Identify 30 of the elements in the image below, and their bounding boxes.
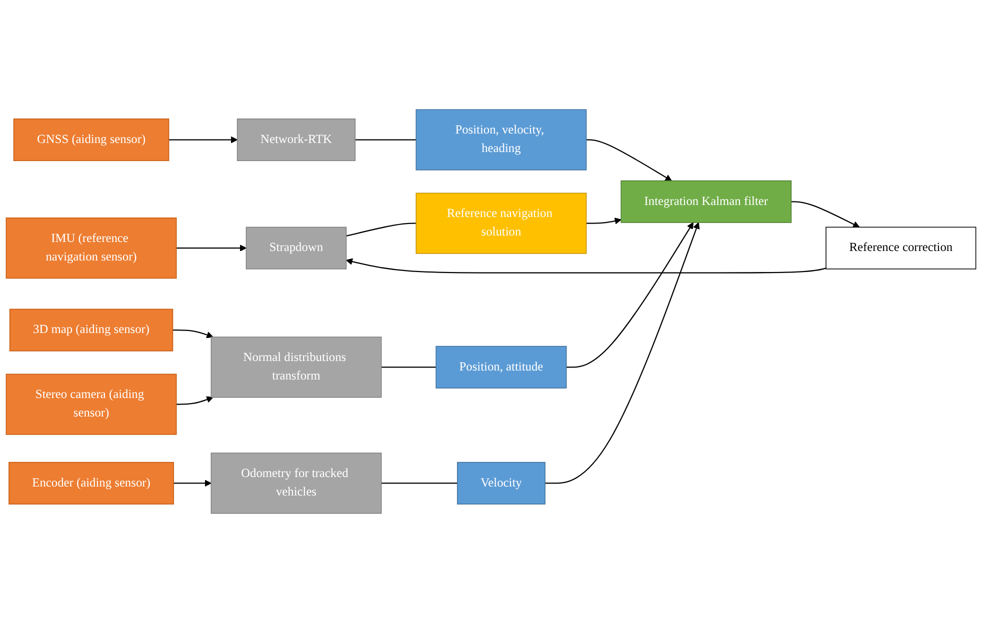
arrow [172, 329, 214, 338]
connector [346, 222, 416, 237]
arrow [176, 396, 214, 405]
node-box: Network-RTK [236, 118, 356, 162]
arrow [586, 218, 622, 224]
node-box: Velocity [456, 462, 546, 504]
node-box: Stereo camera (aiding sensor) [6, 374, 177, 435]
connector [355, 139, 416, 140]
node-box: Integration Kalman filter [620, 180, 792, 223]
connector [381, 366, 436, 368]
arrow [346, 258, 826, 274]
node-box: Position, attitude [436, 346, 567, 388]
arrow [168, 136, 238, 144]
connector [381, 482, 458, 484]
node-box: Odometry for tracked vehicles [210, 452, 382, 514]
arrow [545, 222, 700, 484]
node-box: Position, velocity, heading [416, 109, 587, 170]
node-box: Encoder (aiding sensor) [8, 462, 174, 504]
arrow [566, 222, 694, 368]
arrow [176, 244, 247, 252]
arrow [586, 139, 672, 182]
node-box: Strapdown [246, 226, 347, 270]
node-box: Normal distributions transform [210, 336, 382, 398]
node-box: Reference navigation solution [416, 192, 587, 254]
node-box: IMU (reference navigation sensor) [6, 218, 177, 279]
node-box: 3D map (aiding sensor) [9, 308, 174, 352]
node-box: Reference correction [826, 226, 976, 270]
arrow [791, 201, 860, 228]
arrow [174, 480, 212, 487]
node-box: GNSS (aiding sensor) [13, 118, 170, 162]
